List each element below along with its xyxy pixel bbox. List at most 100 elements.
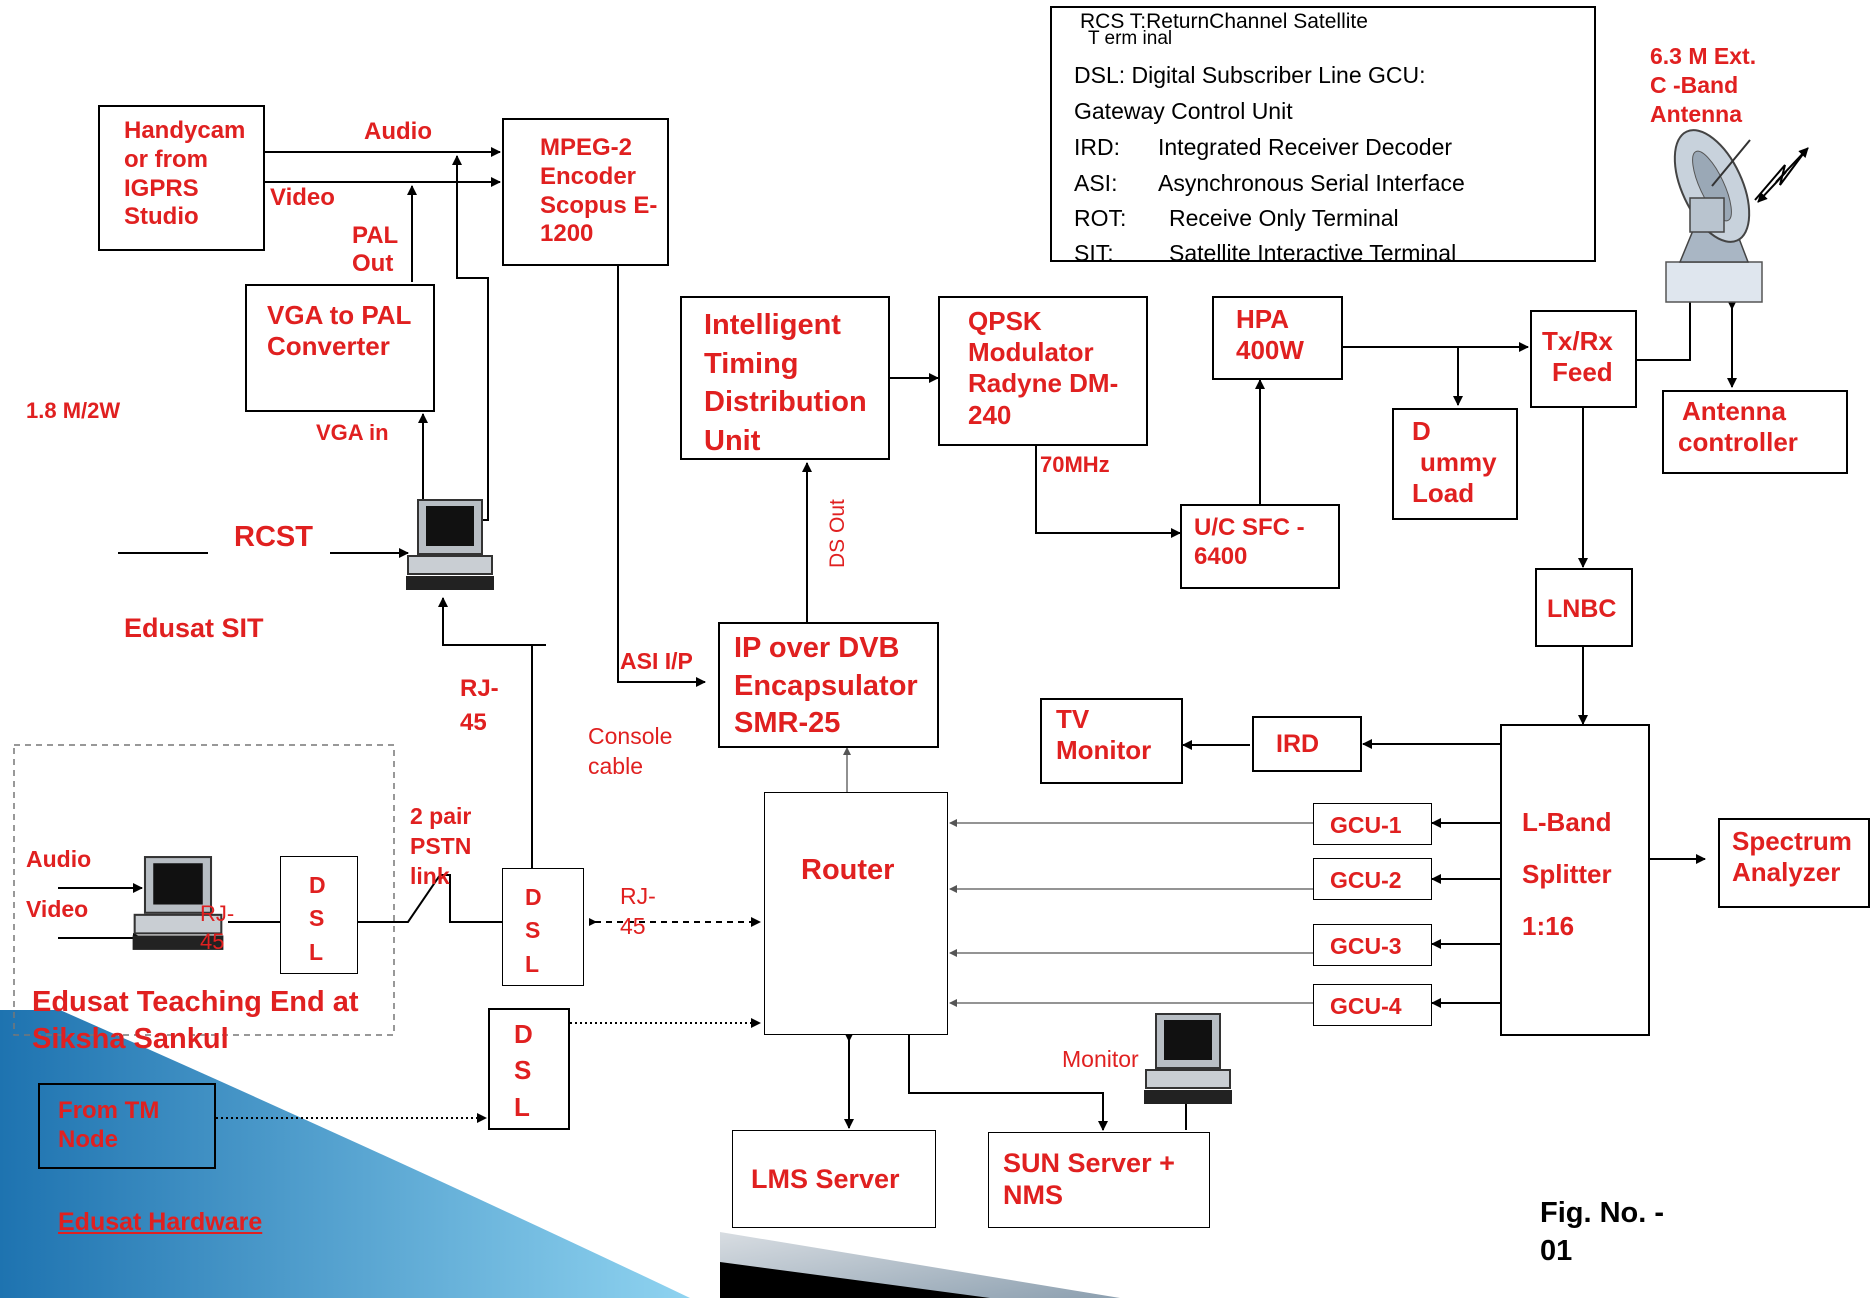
router-label: Router <box>801 854 895 886</box>
legend-rcst-terminal: T erm inal <box>1088 28 1173 49</box>
ird-label: IRD <box>1276 730 1320 758</box>
txrx-line1: Tx/Rx <box>1542 326 1613 356</box>
audio-label-left: Audio <box>26 846 92 872</box>
vga-to-pal-converter-block: VGA to PAL Converter <box>245 284 435 412</box>
uc-line1: U/C SFC - <box>1194 514 1305 541</box>
dsl-teaching-end-block: D S L <box>280 856 358 974</box>
dsl-middle-block: D S L <box>502 868 584 986</box>
video-label-top: Video <box>270 184 335 211</box>
ipdvb-line2: Encapsulator <box>734 669 918 702</box>
ext-antenna-line1: 6.3 M Ext. <box>1650 43 1757 69</box>
dsl-tm-node-block: D S L <box>488 1008 570 1130</box>
monitor-computer-icon <box>1144 1013 1232 1104</box>
legend-rcst: RCS T:ReturnChannel Satellite <box>1080 10 1368 33</box>
dsl-small-l: L <box>309 938 324 965</box>
gcu-2-label: GCU-2 <box>1330 867 1402 893</box>
dsl-big-l: L <box>514 1091 530 1122</box>
dsl-mid-s: S <box>525 917 541 944</box>
audio-label-top: Audio <box>364 118 432 145</box>
dsl-small-d: D <box>309 872 326 898</box>
pstn-line1: 2 pair <box>410 803 472 829</box>
rj45-mid-label: RJ- 45 <box>620 882 656 942</box>
ext-antenna-label: 6.3 M Ext. C -Band Antenna <box>1650 42 1756 129</box>
gcu-3-label: GCU-3 <box>1330 933 1402 959</box>
dummy-load-block: D ummy Load <box>1392 408 1518 520</box>
pstn-link-label: 2 pair PSTN link <box>410 802 471 892</box>
rj45-top-label: RJ- 45 <box>460 672 499 739</box>
mpeg-line4: 1200 <box>540 220 594 248</box>
asi-ip-label: ASI I/P <box>620 648 693 674</box>
l-band-splitter-block: L-Band Splitter 1:16 <box>1500 724 1650 1036</box>
fig-line1: Fig. No. - <box>1540 1197 1665 1229</box>
gcu-2-block: GCU-2 <box>1313 858 1432 900</box>
edusat-sit-label: Edusat SIT <box>124 613 264 643</box>
dsl-small-s: S <box>309 905 325 932</box>
ext-antenna-line2: C -Band <box>1650 71 1739 98</box>
pal-out-line2: Out <box>352 250 394 278</box>
ipdvb-line1: IP over DVB <box>734 632 900 664</box>
handycam-line1: Handycam <box>124 117 246 144</box>
tv-line1: TV <box>1056 704 1090 734</box>
video-label-left: Video <box>26 896 89 922</box>
ext-antenna-line3: Antenna <box>1650 100 1742 127</box>
txrx-line2: Feed <box>1552 357 1613 388</box>
dsl-mid-d: D <box>525 884 542 910</box>
antenna-controller-block: Antenna controller <box>1662 390 1848 474</box>
hpa-line2: 400W <box>1236 335 1304 366</box>
lband-line3: 1:16 <box>1522 911 1575 941</box>
gcu-1-label: GCU-1 <box>1330 812 1402 838</box>
pstn-line3: link <box>410 862 450 889</box>
itdu-line1: Intelligent <box>704 309 841 341</box>
qpsk-modulator-block: QPSK Modulator Radyne DM- 240 <box>938 296 1148 446</box>
sun-line2: NMS <box>1003 1180 1063 1211</box>
lnbc-label: LNBC <box>1547 595 1617 623</box>
ipdvb-line3: SMR-25 <box>734 707 841 740</box>
teaching-end-enclosure <box>13 744 395 1036</box>
rcst-label: RCST <box>234 521 313 553</box>
lms-label: LMS Server <box>751 1164 900 1194</box>
vga-line1: VGA to PAL <box>267 300 412 330</box>
ip-over-dvb-encapsulator-block: IP over DVB Encapsulator SMR-25 <box>718 622 939 748</box>
vga-line2: Converter <box>267 331 390 362</box>
rj45-top-line2: 45 <box>460 708 487 736</box>
rj45-left-line2: 45 <box>200 928 225 954</box>
rcst-computer-icon <box>406 499 494 590</box>
from-tm-node-block: From TM Node <box>38 1083 216 1169</box>
dummy-line2: ummy <box>1420 447 1497 478</box>
rj45-mid-line1: RJ- <box>620 883 656 909</box>
ds-out-label: DS Out <box>826 499 849 568</box>
tv-monitor-block: TV Monitor <box>1040 698 1183 784</box>
itdu-line2: Timing <box>704 347 799 380</box>
gcu-4-block: GCU-4 <box>1313 984 1432 1026</box>
mpeg-line2: Encoder <box>540 162 637 190</box>
figure-number: Fig. No. - 01 <box>1540 1195 1664 1270</box>
router-block: Router <box>764 792 948 1035</box>
sun-line1: SUN Server + <box>1003 1148 1175 1178</box>
spectrum-line2: Analyzer <box>1732 857 1841 888</box>
fig-line2: 01 <box>1540 1234 1573 1267</box>
lband-line2: Splitter <box>1522 859 1612 889</box>
legend-rot-key: ROT: <box>1074 205 1127 231</box>
tv-line2: Monitor <box>1056 735 1152 766</box>
satellite-dish-icon <box>1665 129 1763 303</box>
rj45-top-line1: RJ- <box>460 675 499 702</box>
dsl-mid-l: L <box>525 950 540 977</box>
lband-line1: L-Band <box>1522 807 1612 837</box>
lnbc-block: LNBC <box>1535 568 1633 647</box>
pal-out-label: PAL Out <box>352 222 398 279</box>
gcu-3-block: GCU-3 <box>1313 924 1432 966</box>
spectrum-line1: Spectrum <box>1732 826 1852 856</box>
hpa-line1: HPA <box>1236 304 1289 334</box>
handycam-block: Handycam or from IGPRS Studio <box>98 105 265 251</box>
tx-rx-feed-block: Tx/Rx Feed <box>1530 310 1637 408</box>
intelligent-timing-distribution-unit-block: Intelligent Timing Distribution Unit <box>680 296 890 460</box>
spectrum-analyzer-block: Spectrum Analyzer <box>1718 818 1870 908</box>
antenna-ctrl-line2: controller <box>1678 427 1798 458</box>
console-cable-line1: Console <box>588 723 673 749</box>
rj45-mid-line2: 45 <box>620 912 646 939</box>
edusat-hardware-link[interactable]: Edusat Hardware <box>58 1208 263 1236</box>
from-tm-line2: Node <box>58 1125 118 1153</box>
legend-asi-key: ASI: <box>1074 170 1118 196</box>
handycam-line2: or from <box>124 145 208 173</box>
